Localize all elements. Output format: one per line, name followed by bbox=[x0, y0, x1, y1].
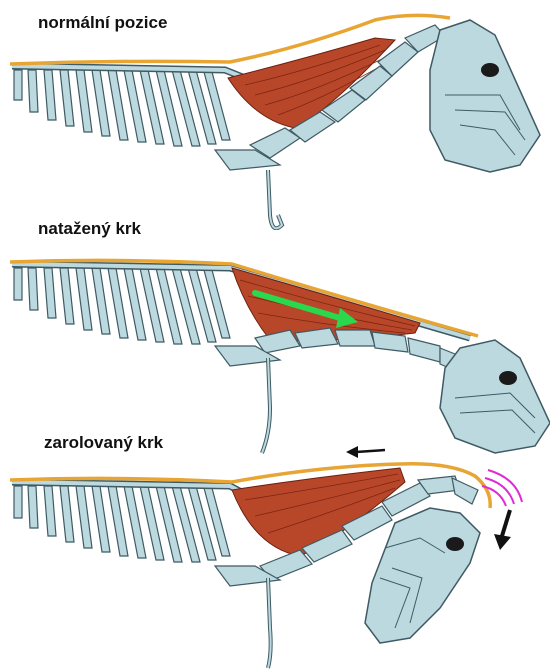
eye-orbit bbox=[446, 537, 464, 551]
panel-rolled-neck bbox=[0, 438, 550, 672]
panel-normal-position bbox=[0, 0, 550, 230]
black-arrow-icon bbox=[494, 510, 511, 550]
rib-cage bbox=[14, 486, 230, 562]
pink-arcs-icon bbox=[482, 470, 522, 506]
eye-orbit bbox=[499, 371, 517, 385]
panel-stretched-neck bbox=[0, 218, 550, 463]
rib-cage bbox=[14, 268, 230, 344]
rib-cage bbox=[14, 70, 230, 146]
black-arrow-icon bbox=[346, 446, 385, 458]
skull bbox=[430, 20, 540, 172]
neck-vertebrae bbox=[255, 328, 470, 376]
eye-orbit bbox=[481, 63, 499, 77]
skull bbox=[440, 340, 550, 453]
skull bbox=[365, 508, 480, 643]
